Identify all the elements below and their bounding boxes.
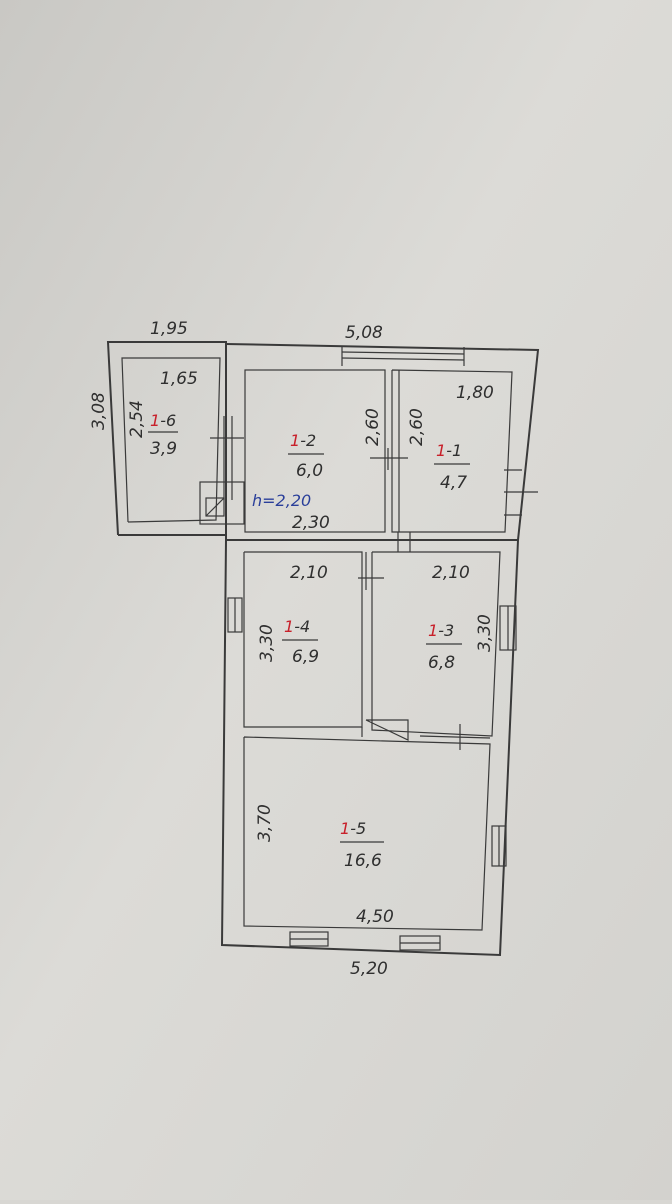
dim-left-height: 3,08: [89, 392, 109, 430]
room-4-suffix: -4: [294, 617, 310, 636]
room-3-area: 6,8: [428, 653, 455, 673]
room-4-id: 1-4: [284, 617, 310, 636]
room-3-prefix: 1: [428, 621, 438, 640]
dim-room1-height: 2,60: [407, 408, 427, 446]
dim-room3-height: 3,30: [475, 614, 495, 652]
dim-room3-width: 2,10: [432, 563, 470, 583]
dim-room5-width: 4,50: [356, 907, 394, 927]
dim-top-right: 5,08: [345, 323, 383, 343]
room-2-suffix: -2: [300, 431, 316, 450]
dim-bottom-total: 5,20: [350, 959, 388, 979]
dim-room2-height: 2,60: [363, 408, 383, 446]
dim-room4-height: 3,30: [257, 624, 277, 662]
openings: [199, 347, 538, 951]
room-3-id: 1-3: [428, 621, 454, 640]
room-2-prefix: 1: [290, 431, 300, 450]
dim-top-left: 1,95: [150, 319, 188, 339]
room-1-id: 1-1: [436, 441, 462, 460]
room-1-suffix: -1: [446, 441, 462, 460]
dim-room1-width: 1,80: [456, 383, 494, 403]
room-1-prefix: 1: [436, 441, 446, 460]
dim-room5-height: 3,70: [255, 804, 275, 842]
ceiling-height-note: h=2,20: [252, 491, 311, 510]
room-1-area: 4,7: [440, 473, 467, 493]
room-5-id: 1-5: [340, 819, 366, 838]
dim-room6-height: 2,54: [127, 400, 147, 438]
room-6-prefix: 1: [150, 411, 160, 430]
room-labels: 1-6 3,9 1-2 6,0 1-1 4,7 1-4 6,9 1-3 6,8 …: [148, 411, 470, 871]
outer-walls: [106, 341, 540, 957]
inner-walls: [121, 357, 513, 931]
dim-room4-width: 2,10: [290, 563, 328, 583]
room-4-prefix: 1: [284, 617, 294, 636]
room-5-area: 16,6: [344, 851, 382, 871]
room-5-prefix: 1: [340, 819, 350, 838]
room-3-suffix: -3: [438, 621, 454, 640]
room-6-id: 1-6: [150, 411, 176, 430]
dim-room6-width: 1,65: [160, 369, 198, 389]
dimension-labels: 1,95 5,08 3,08 1,65 2,54 2,60 1,80 2,60 …: [89, 319, 495, 979]
room-6-suffix: -6: [160, 411, 176, 430]
room-4-area: 6,9: [292, 647, 319, 667]
room-2-id: 1-2: [290, 431, 316, 450]
dim-mid-width: 2,30: [292, 513, 330, 533]
room-5-suffix: -5: [350, 819, 366, 838]
room-6-area: 3,9: [150, 439, 177, 459]
room-2-area: 6,0: [296, 461, 323, 481]
